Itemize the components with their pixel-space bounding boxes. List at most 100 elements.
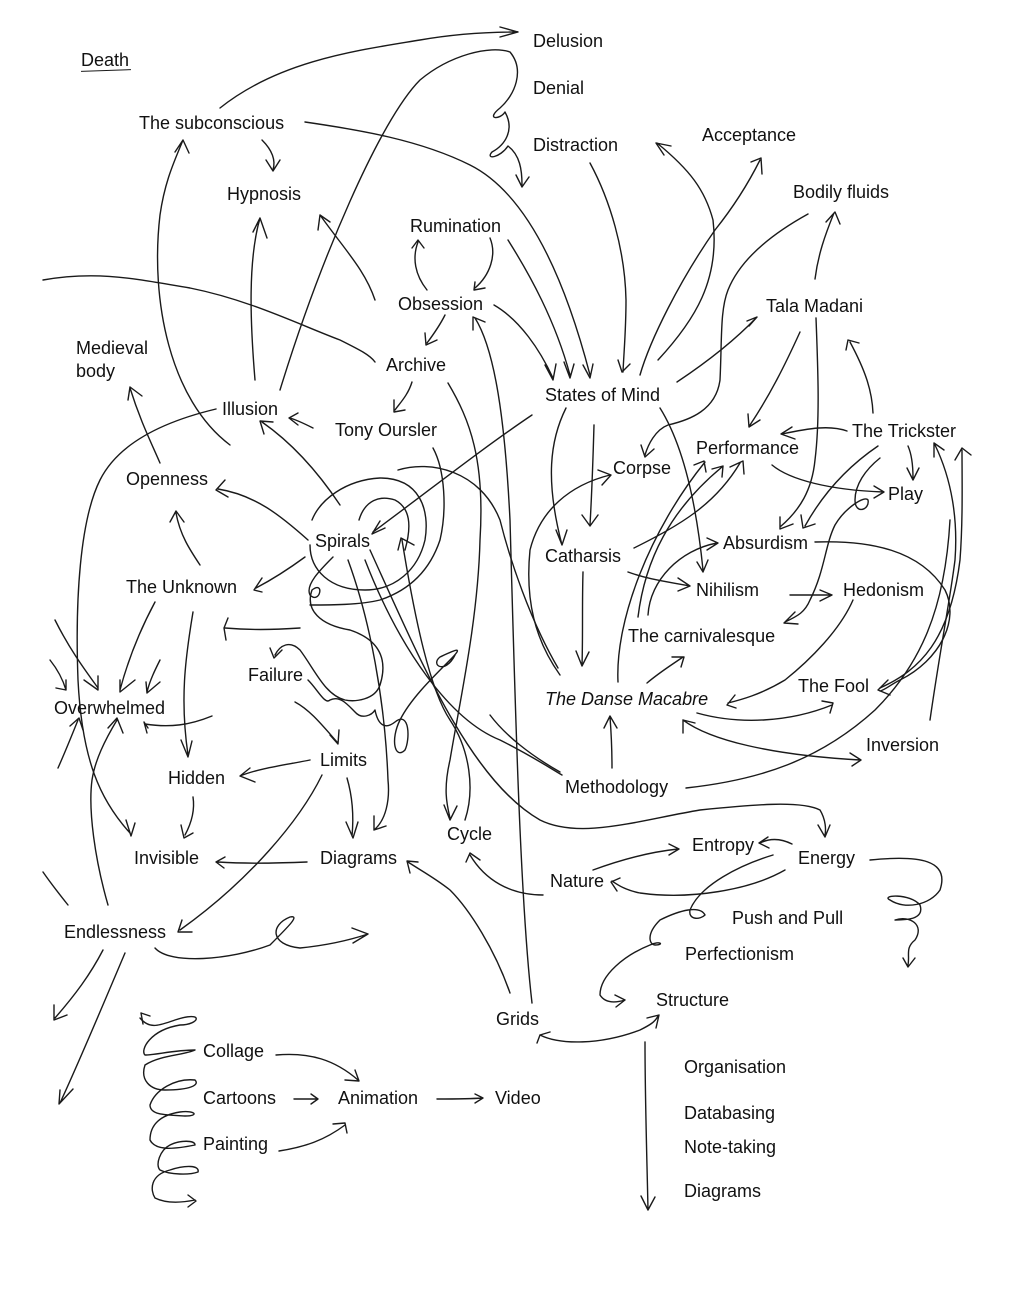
node-diagrams-list: Diagrams [684, 1181, 762, 1201]
node-medieval-body-line2: body [76, 361, 116, 381]
arrow-nature-cycle [465, 852, 544, 896]
arrow-rumination-obsession [473, 237, 494, 291]
node-openness: Openness [126, 469, 209, 489]
arrow-tala-performance [747, 331, 801, 428]
arrow-collage-animation [275, 1053, 360, 1082]
spiral-inner [358, 497, 410, 551]
node-delusion: Delusion [533, 31, 604, 51]
arrow-states-spirals [371, 414, 533, 535]
arrow-illusion-invisible [76, 408, 217, 837]
arrow-cycle-spirals [397, 537, 471, 821]
spring-energy-right [869, 857, 943, 968]
map-title: Death [81, 50, 130, 70]
arrow-grids-obsession [472, 316, 533, 1004]
arrow-limits-hidden [239, 759, 311, 783]
node-failure: Failure [248, 665, 304, 685]
node-hidden: Hidden [168, 768, 226, 788]
arrow-states-tala [676, 316, 758, 383]
line-methodology-left [489, 714, 561, 773]
arrow-tala-bodily [814, 211, 841, 280]
node-bodily-fluids: Bodily fluids [793, 182, 890, 202]
arrow-danse-carnival [646, 656, 685, 684]
arrow-endlessness-loop [154, 916, 369, 960]
node-performance: Performance [696, 438, 800, 458]
node-animation: Animation [338, 1088, 419, 1108]
arrow-endlessness-down-2 [58, 952, 126, 1105]
spiral-tail-failure [269, 556, 384, 702]
node-corpse: Corpse [613, 458, 672, 478]
node-archive: Archive [386, 355, 447, 375]
arrow-limits-endlessness [177, 774, 323, 933]
arrow-energy-structure [599, 854, 774, 1008]
arrow-energy-nature [610, 869, 786, 896]
arrow-states-catharsis-2 [581, 424, 599, 527]
arrow-nature-entropy [592, 843, 680, 871]
arrow-danse-inversion [682, 719, 862, 767]
arrow-fool-trickster [879, 447, 972, 689]
node-entropy: Entropy [692, 835, 755, 855]
node-structure: Structure [656, 990, 730, 1010]
node-acceptance: Acceptance [702, 125, 797, 145]
arrow-trickster-tala [845, 339, 874, 414]
arrow-carnival-performance [637, 465, 724, 618]
arrow-hedonism-danse [726, 599, 854, 709]
arrow-tala-absurdism [779, 317, 819, 530]
node-rumination: Rumination [410, 216, 502, 236]
arrow-animation-video [436, 1093, 484, 1104]
node-diagrams: Diagrams [320, 848, 398, 868]
loops-failure [307, 649, 459, 754]
node-collage: Collage [203, 1041, 265, 1061]
spiral-circle [309, 477, 427, 591]
node-hedonism: Hedonism [843, 580, 925, 600]
arrow-carnival-absurdism [647, 537, 719, 616]
arrow-subconscious-hypnosis [261, 139, 281, 172]
arrow-obsession-rumination [411, 239, 428, 291]
node-organisation: Organisation [684, 1057, 787, 1077]
node-databasing: Databasing [684, 1103, 776, 1123]
line-archive-cycle [443, 382, 482, 821]
arrow-states-nihilism [659, 407, 709, 573]
arrow-in-overwhelmed-1 [49, 659, 67, 691]
node-obsession: Obsession [398, 294, 484, 314]
arrow-grids-structure [536, 1014, 660, 1044]
node-the-carnivalesque: The carnivalesque [628, 626, 776, 646]
arrow-in-overwhelmed-3 [145, 659, 161, 694]
line-left-endlessness [42, 871, 69, 906]
node-cartoons: Cartoons [203, 1088, 277, 1108]
arrow-trickster-carnivalesque [783, 457, 881, 625]
arrow-spirals-energy [369, 549, 831, 838]
arrow-tony-illusion [288, 412, 314, 429]
node-distraction: Distraction [533, 135, 619, 155]
node-perfectionism: Perfectionism [685, 944, 795, 964]
arrow-trickster-performance [780, 426, 848, 440]
arrow-failure-limits [294, 701, 340, 745]
arrow-painting-animation [278, 1122, 348, 1152]
spiral-collage-group [139, 1015, 199, 1208]
node-grids: Grids [496, 1009, 540, 1029]
arrow-illusion-hypnosis [250, 217, 268, 381]
arrow-unknown-overwhelmed [119, 601, 156, 693]
node-limits: Limits [320, 750, 368, 770]
arrow-in-overwhelmed-2 [54, 619, 99, 691]
arrow-grids-diagrams [406, 860, 511, 994]
node-hypnosis: Hypnosis [227, 184, 302, 204]
arrow-danse-fool [696, 700, 834, 721]
arrow-methodology-danse [603, 715, 618, 769]
arrow-archive-hypnosis [317, 214, 376, 301]
arrow-limits-diagrams [345, 777, 359, 839]
arrow-from-limits-unknown [223, 617, 301, 641]
node-inversion: Inversion [866, 735, 940, 755]
arrow-subconscious-states [304, 121, 594, 379]
arrow-states-acceptance [639, 157, 763, 376]
arrow-unknown-openness [169, 510, 201, 566]
node-tala-madani: Tala Madani [766, 296, 864, 316]
node-catharsis: Catharsis [545, 546, 622, 566]
node-methodology: Methodology [565, 777, 669, 797]
arrow-endlessness-down-1 [53, 949, 104, 1021]
arrow-catharsis-danse [575, 571, 590, 667]
arrow-diagrams-invisible [215, 856, 308, 869]
line-methodology-right [685, 519, 951, 789]
node-invisible: Invisible [134, 848, 200, 868]
